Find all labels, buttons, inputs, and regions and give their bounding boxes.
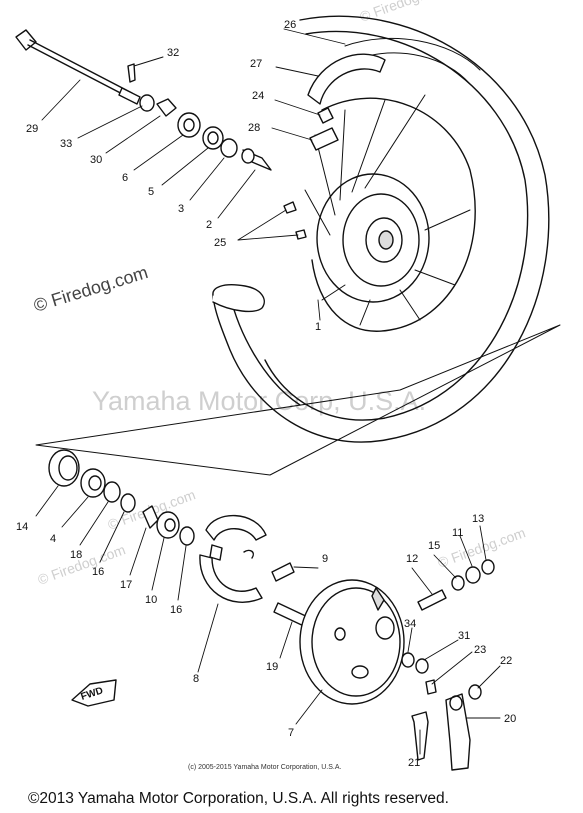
washer-16b-drawing <box>179 526 195 546</box>
collar-drawing <box>156 98 177 117</box>
copyright-small: (c) 2005-2015 Yamaha Motor Corporation, … <box>188 764 342 771</box>
brake-shoe-drawing <box>199 514 267 603</box>
part-number-8: 8 <box>193 673 199 685</box>
part-number-5: 5 <box>148 186 154 198</box>
part-number-19: 19 <box>266 661 278 673</box>
part-number-1: 1 <box>315 321 321 333</box>
part-number-27: 27 <box>250 58 262 70</box>
nut-13-drawing <box>481 559 495 575</box>
brake-arm-drawing <box>445 693 471 771</box>
part-number-16b: 16 <box>170 604 182 616</box>
part-number-22: 22 <box>500 655 512 667</box>
spoke-nipple-drawing <box>283 201 297 214</box>
oil-seal-drawing <box>48 449 80 487</box>
nut-drawing <box>139 94 155 112</box>
nut-11-drawing <box>465 566 481 584</box>
watermark-tile-right: © Firedog.com <box>436 524 528 571</box>
part-number-3: 3 <box>178 203 184 215</box>
gear-housing-drawing <box>156 511 180 539</box>
part-number-33: 33 <box>60 138 72 150</box>
part-number-32: 32 <box>167 47 179 59</box>
part-number-9: 9 <box>322 553 328 565</box>
part-number-14: 14 <box>16 521 28 533</box>
part-number-20: 20 <box>504 713 516 725</box>
bearing-6-drawing <box>177 112 201 138</box>
valve-cap-drawing <box>309 127 339 151</box>
washer-34-drawing <box>401 652 415 668</box>
part-number-4: 4 <box>50 533 56 545</box>
part-number-15: 15 <box>428 540 440 552</box>
tube-valve-drawing <box>317 107 334 124</box>
part-number-16: 16 <box>92 566 104 578</box>
assembly-frame <box>35 324 561 476</box>
part-number-11: 11 <box>452 527 463 539</box>
circlip-drawing <box>103 481 121 503</box>
part-number-12: 12 <box>406 553 418 565</box>
seal-3-drawing <box>220 138 238 158</box>
part-number-30: 30 <box>90 154 102 166</box>
rim-drawing <box>311 97 476 332</box>
tire-drawing <box>212 15 550 443</box>
camshaft-drawing <box>271 562 295 582</box>
seal-5-drawing <box>202 126 224 150</box>
part-number-28: 28 <box>248 122 260 134</box>
part-number-24: 24 <box>252 90 264 102</box>
copyright-main: ©2013 Yamaha Motor Corporation, U.S.A. A… <box>28 790 449 807</box>
part-number-10: 10 <box>145 594 157 606</box>
part-number-26: 26 <box>284 19 296 31</box>
panel-bolt-drawing <box>417 589 447 611</box>
washer-15-drawing <box>451 575 465 591</box>
axle-drawing <box>15 29 141 105</box>
part-number-21: 21 <box>408 757 420 769</box>
watermark-side: © Firedog.com <box>31 262 150 316</box>
part-number-18: 18 <box>70 549 82 561</box>
part-number-labels: 32 29 33 30 6 5 3 2 26 27 24 28 25 1 14 … <box>16 19 516 769</box>
part-number-31: 31 <box>458 630 470 642</box>
washer-16-drawing <box>120 493 136 513</box>
nut-22-drawing <box>468 684 482 700</box>
rim-strip-drawing <box>307 53 386 105</box>
watermark-tile-top-right: © Firedog.com <box>358 0 450 25</box>
nut-31-drawing <box>415 658 429 674</box>
pin-23-drawing <box>425 679 437 695</box>
part-number-7: 7 <box>288 727 294 739</box>
part-number-2: 2 <box>206 219 212 231</box>
part-number-34: 34 <box>404 618 416 630</box>
leader-lines <box>35 28 501 755</box>
part-number-6: 6 <box>122 172 128 184</box>
cotter-pin-drawing <box>127 63 136 83</box>
part-number-17: 17 <box>120 579 132 591</box>
brake-panel-drawing <box>299 579 405 705</box>
part-number-13: 13 <box>472 513 484 525</box>
part-number-23: 23 <box>474 644 486 656</box>
fwd-arrow-icon <box>71 679 117 707</box>
part-number-29: 29 <box>26 123 38 135</box>
part-number-25: 25 <box>214 237 226 249</box>
bearing-4-drawing <box>80 468 106 498</box>
hub-drawing <box>316 173 430 303</box>
